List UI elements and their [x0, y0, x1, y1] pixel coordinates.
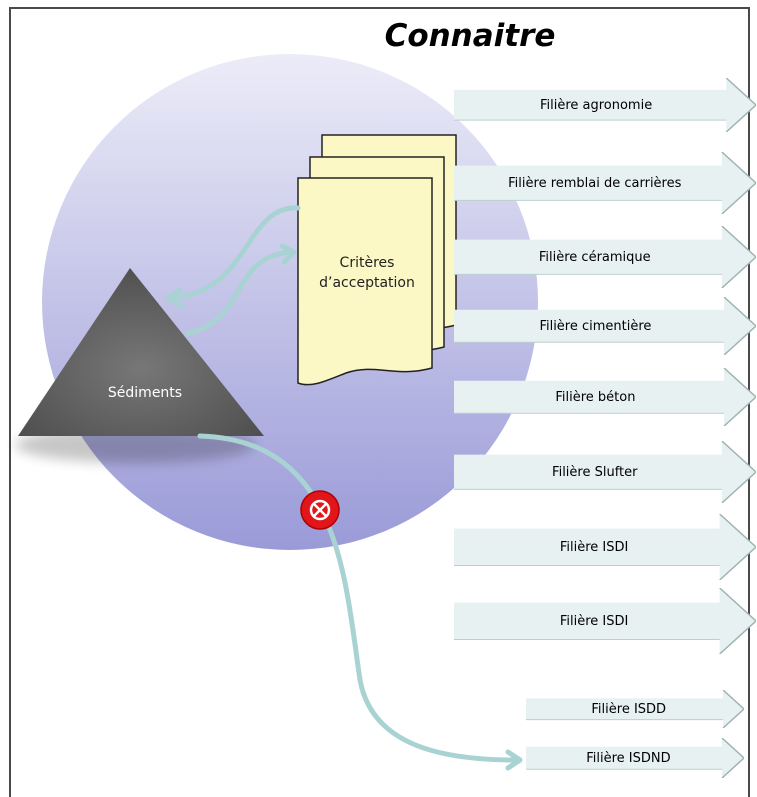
- elimination-connector: [197, 433, 519, 763]
- filiere-arrow: Filière ISDND: [526, 738, 744, 778]
- filiere-label: Filière remblai de carrières: [508, 175, 682, 191]
- filiere-label: Filière ISDD: [591, 701, 667, 717]
- filiere-label: Filière céramique: [538, 249, 651, 265]
- filiere-arrow-shape: [454, 514, 756, 580]
- filiere-arrow: Filière cimentière: [454, 297, 756, 355]
- documents-stack: [297, 134, 457, 386]
- criteria-label-line2: d’acceptation: [319, 275, 415, 291]
- filiere-arrow-shape: [454, 368, 756, 426]
- return-connector: [169, 205, 301, 301]
- criteria-label-line1: Critères: [339, 255, 395, 271]
- filiere-label: Filière Slufter: [552, 464, 638, 480]
- filiere-arrow: Filière remblai de carrières: [454, 152, 756, 214]
- filiere-arrow: Filière Slufter: [454, 441, 756, 503]
- filiere-arrow-shape: [454, 226, 756, 288]
- forward-connector: [184, 249, 295, 337]
- filiere-arrow-shape: [526, 738, 744, 778]
- filiere-arrow: Filière ISDD: [526, 690, 744, 728]
- filiere-label: Filière cimentière: [539, 318, 652, 334]
- filiere-arrow-shape: [454, 588, 756, 654]
- forward-arrowhead: [279, 243, 297, 265]
- filiere-arrow: Filière céramique: [454, 226, 756, 288]
- filiere-label: Filière ISDI: [559, 613, 629, 629]
- criteria-label: Critères d’acceptation: [302, 253, 432, 293]
- filiere-arrow: Filière ISDI: [454, 588, 756, 654]
- filiere-label: Filière ISDI: [559, 539, 629, 555]
- filiere-arrow-shape: [454, 441, 756, 503]
- connectors: [169, 205, 519, 763]
- elimination-arrowhead: [505, 749, 523, 771]
- filiere-arrow: Filière béton: [454, 368, 756, 426]
- filiere-arrow-shape: [454, 297, 756, 355]
- filiere-label: Filière béton: [555, 389, 636, 405]
- return-arrowhead: [165, 287, 185, 309]
- filiere-arrow: Filière ISDI: [454, 514, 756, 580]
- filiere-label: Filière ISDND: [586, 750, 671, 766]
- filiere-arrow-shape: [526, 690, 744, 728]
- filiere-arrow-shape: [454, 78, 756, 132]
- blocked-marker: [300, 490, 340, 530]
- page-title: Connaitre: [384, 18, 556, 54]
- sediments-label: Sédiments: [107, 385, 183, 401]
- filiere-label: Filière agronomie: [539, 97, 653, 113]
- sediments-triangle: [18, 268, 264, 436]
- filiere-arrow: Filière agronomie: [454, 78, 756, 132]
- filiere-arrow-shape: [454, 152, 756, 214]
